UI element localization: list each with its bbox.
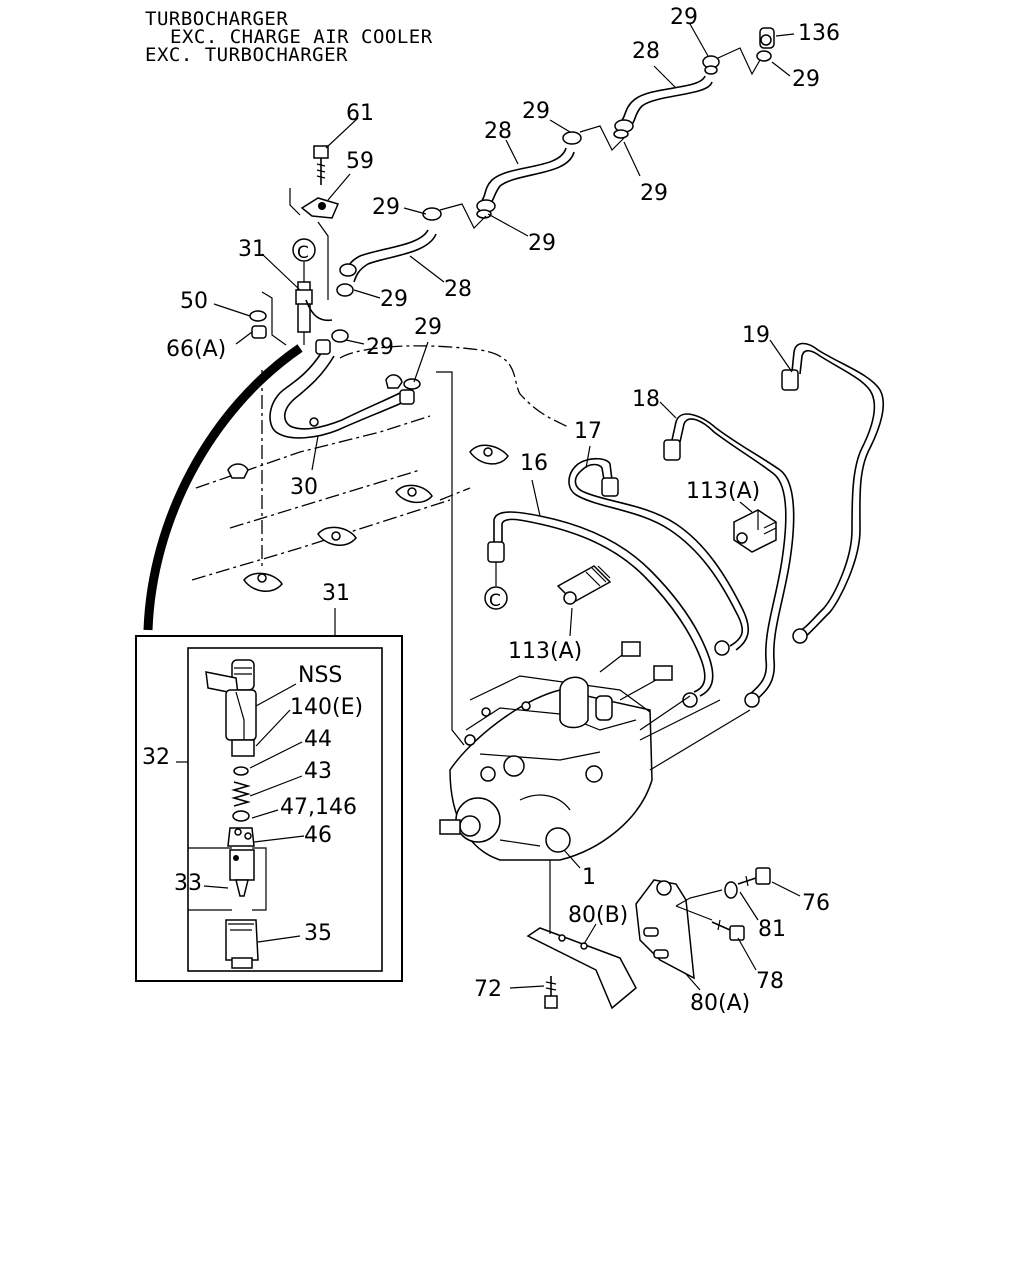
callout-136: 136	[798, 21, 840, 46]
return-hose-30	[269, 339, 415, 439]
callout-29: 29	[670, 5, 698, 30]
callout-113a: 113(A)	[686, 479, 760, 504]
callout-80a: 80(A)	[690, 991, 750, 1016]
callout-nss: NSS	[298, 663, 342, 688]
pump-electrical-leads	[599, 641, 751, 771]
callout-28: 28	[484, 119, 512, 144]
callout-29: 29	[640, 181, 668, 206]
callout-29: 29	[380, 287, 408, 312]
callout-29: 29	[372, 195, 400, 220]
callout-19: 19	[742, 323, 770, 348]
fitting-136	[756, 27, 775, 62]
callout-29: 29	[528, 231, 556, 256]
seal-66a	[251, 325, 267, 339]
callout-33: 33	[174, 871, 202, 896]
callout-66a: 66(A)	[166, 337, 226, 362]
washer-81	[724, 881, 738, 899]
callout-80b: 80(B)	[568, 903, 628, 928]
callout-31: 31	[238, 237, 266, 262]
injection-pump-1	[439, 675, 653, 861]
leak-off-hose-chain	[331, 27, 775, 343]
detail-link-arc	[143, 344, 303, 631]
clamp-29-mid-lower	[422, 199, 496, 221]
callout-29: 29	[366, 335, 394, 360]
callout-61: 61	[346, 101, 374, 126]
injection-pipe-19	[781, 342, 885, 644]
callout-50: 50	[180, 289, 208, 314]
clamp-29-hose-end	[403, 378, 421, 390]
callout-28: 28	[632, 39, 660, 64]
bolt-76	[737, 867, 771, 887]
callout-32: 32	[142, 745, 170, 770]
cylinder-head-outline	[191, 345, 571, 581]
connector-label-lower: C	[489, 591, 501, 611]
bracket-80a	[635, 879, 695, 980]
callout-72: 72	[474, 977, 502, 1002]
callout-labels: 29 136 29 28 29 29 28 61 59 29 29 31 28 …	[142, 5, 840, 1016]
callout-1: 1	[582, 865, 596, 890]
callout-18: 18	[632, 387, 660, 412]
callout-59: 59	[346, 149, 374, 174]
callout-81: 81	[758, 917, 786, 942]
injector-31-installed	[295, 262, 333, 345]
callout-113a: 113(A)	[508, 639, 582, 664]
bolt-61	[313, 145, 329, 185]
injection-pipe-17	[568, 457, 749, 656]
engine-gaskets	[227, 374, 509, 592]
header-line-turbocharger: TURBOCHARGER	[145, 8, 289, 30]
header-line-exc-turbocharger: EXC. TURBOCHARGER	[145, 44, 348, 66]
washer-50	[249, 310, 267, 322]
pipe-clamp-113a-upper	[733, 509, 777, 553]
callout-30: 30	[290, 475, 318, 500]
header-line-exc-charge-air-cooler: EXC. CHARGE AIR COOLER	[170, 26, 433, 48]
injection-pipe-16	[487, 511, 714, 708]
clamp-29-lower	[331, 263, 357, 343]
callout-16: 16	[520, 451, 548, 476]
callout-47-146: 47,146	[280, 795, 357, 820]
callout-28: 28	[444, 277, 472, 302]
callout-29: 29	[522, 99, 550, 124]
injection-pipe-18	[663, 413, 795, 708]
callout-140e: 140(E)	[290, 695, 363, 720]
leader-lines	[213, 23, 801, 991]
callout-46: 46	[304, 823, 332, 848]
callout-43: 43	[304, 759, 332, 784]
callout-76: 76	[802, 891, 830, 916]
clip-59	[300, 197, 340, 219]
injector-detail-panel	[135, 608, 403, 982]
callout-44: 44	[304, 727, 332, 752]
connector-mark-lower: C	[484, 586, 508, 611]
callout-31: 31	[322, 581, 350, 606]
clamp-29-mid-upper	[562, 119, 634, 145]
callout-29: 29	[414, 315, 442, 340]
callout-29: 29	[792, 67, 820, 92]
pipe-clamp-113a-lower	[556, 565, 612, 605]
bolt-78	[711, 919, 745, 941]
callout-35: 35	[304, 921, 332, 946]
callout-17: 17	[574, 419, 602, 444]
connector-label-upper: C	[297, 243, 309, 263]
bolt-72	[544, 976, 558, 1009]
connector-mark-upper: C	[292, 238, 316, 263]
clamp-29-top	[702, 55, 720, 75]
callout-78: 78	[756, 969, 784, 994]
